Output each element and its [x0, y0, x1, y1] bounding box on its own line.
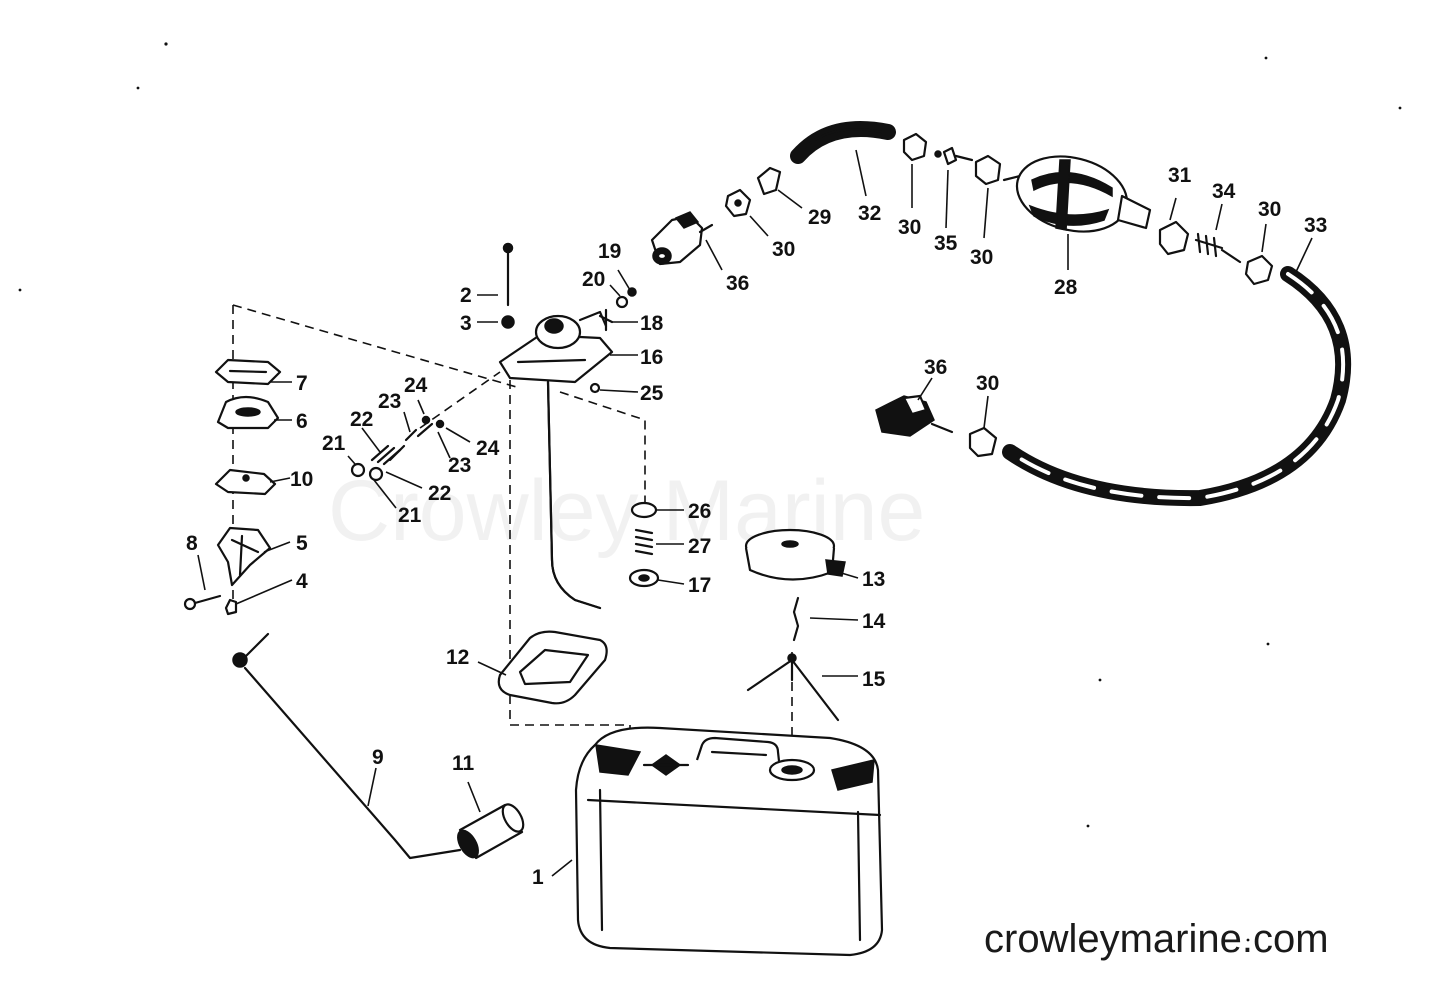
washer-17: [628, 568, 660, 588]
hose-32: [790, 121, 896, 164]
part-labels: 2 3 18 16 25 19 20 7 6 10 5 4 8 21 21 22…: [186, 164, 1327, 889]
nut-30-a: [724, 188, 752, 218]
seal-26: [630, 501, 658, 519]
gauge-bracket-5: [216, 526, 272, 587]
gauge-plate-10: [214, 468, 277, 496]
label-8: 8: [186, 532, 198, 555]
spring-20: [615, 295, 629, 309]
pickup-tube-9: [232, 632, 462, 860]
label-12: 12: [446, 646, 469, 669]
label-23-a: 23: [378, 390, 401, 413]
nut-30-d: [1244, 254, 1274, 286]
label-16: 16: [640, 346, 663, 369]
check-valve-34: [1194, 232, 1242, 264]
label-3: 3: [460, 312, 472, 335]
connector-36-lower: [875, 394, 954, 437]
fuel-pickup-assembly-16: [498, 310, 614, 610]
label-15: 15: [862, 668, 886, 691]
hose-33: [1002, 266, 1352, 507]
label-36-b: 36: [924, 356, 947, 379]
label-2: 2: [460, 284, 472, 307]
label-9: 9: [372, 746, 384, 769]
connector-36-upper: [650, 211, 714, 266]
label-34: 34: [1212, 180, 1236, 203]
label-20: 20: [582, 268, 605, 291]
nut-31: [1158, 220, 1190, 256]
label-11: 11: [452, 752, 475, 775]
screw-2: [502, 242, 514, 307]
label-27: 27: [688, 535, 711, 558]
label-26: 26: [688, 500, 711, 523]
label-24-b: 24: [476, 437, 500, 460]
website-text: crowleymarine.com: [984, 917, 1329, 961]
label-4: 4: [296, 570, 308, 593]
valve-parts-21-24: [350, 415, 445, 482]
paper-specks: [18, 42, 1402, 942]
leader-lines: [197, 149, 1313, 877]
label-33: 33: [1304, 214, 1327, 237]
spring-27: [634, 528, 654, 556]
label-23-b: 23: [448, 454, 471, 477]
gauge-cover-7: [214, 358, 282, 386]
sleeve-29: [756, 166, 782, 196]
label-19: 19: [598, 240, 621, 263]
label-29: 29: [808, 206, 831, 229]
label-7: 7: [296, 372, 308, 395]
label-21-b: 21: [398, 504, 422, 527]
primer-bulb-28: [1002, 155, 1152, 233]
cap-chain-14: [792, 596, 800, 642]
label-17: 17: [688, 574, 711, 597]
label-36-a: 36: [726, 272, 749, 295]
label-18: 18: [640, 312, 664, 335]
label-14: 14: [862, 610, 886, 633]
fitting-35: [934, 146, 974, 166]
label-30-d: 30: [1258, 198, 1281, 221]
label-30-c: 30: [970, 246, 993, 269]
nut-30-e: [968, 426, 998, 458]
label-24-a: 24: [404, 374, 428, 397]
label-22-a: 22: [350, 408, 373, 431]
nut-4: [224, 598, 238, 616]
fuel-tank: [574, 726, 884, 957]
label-1: 1: [532, 866, 544, 889]
washer-3: [501, 315, 515, 329]
label-30-e: 30: [976, 372, 999, 395]
nut-30-b: [902, 132, 928, 162]
gasket-12: [497, 630, 608, 705]
label-25: 25: [640, 382, 664, 405]
label-13: 13: [862, 568, 885, 591]
screw-8: [183, 594, 222, 611]
label-6: 6: [296, 410, 308, 433]
filter-11: [457, 803, 525, 860]
label-22-b: 22: [428, 482, 451, 505]
label-30-a: 30: [772, 238, 795, 261]
washer-25: [589, 382, 601, 394]
label-10: 10: [290, 468, 313, 491]
label-31: 31: [1168, 164, 1192, 187]
label-5: 5: [296, 532, 308, 555]
fitting-18: [598, 308, 614, 332]
vent-tripod-15: [746, 653, 840, 722]
label-32: 32: [858, 202, 881, 225]
nut-30-c: [974, 154, 1002, 186]
label-21-a: 21: [322, 432, 346, 455]
label-30-b: 30: [898, 216, 921, 239]
label-35: 35: [934, 232, 958, 255]
label-28: 28: [1054, 276, 1078, 299]
gauge-housing-6: [216, 395, 280, 430]
